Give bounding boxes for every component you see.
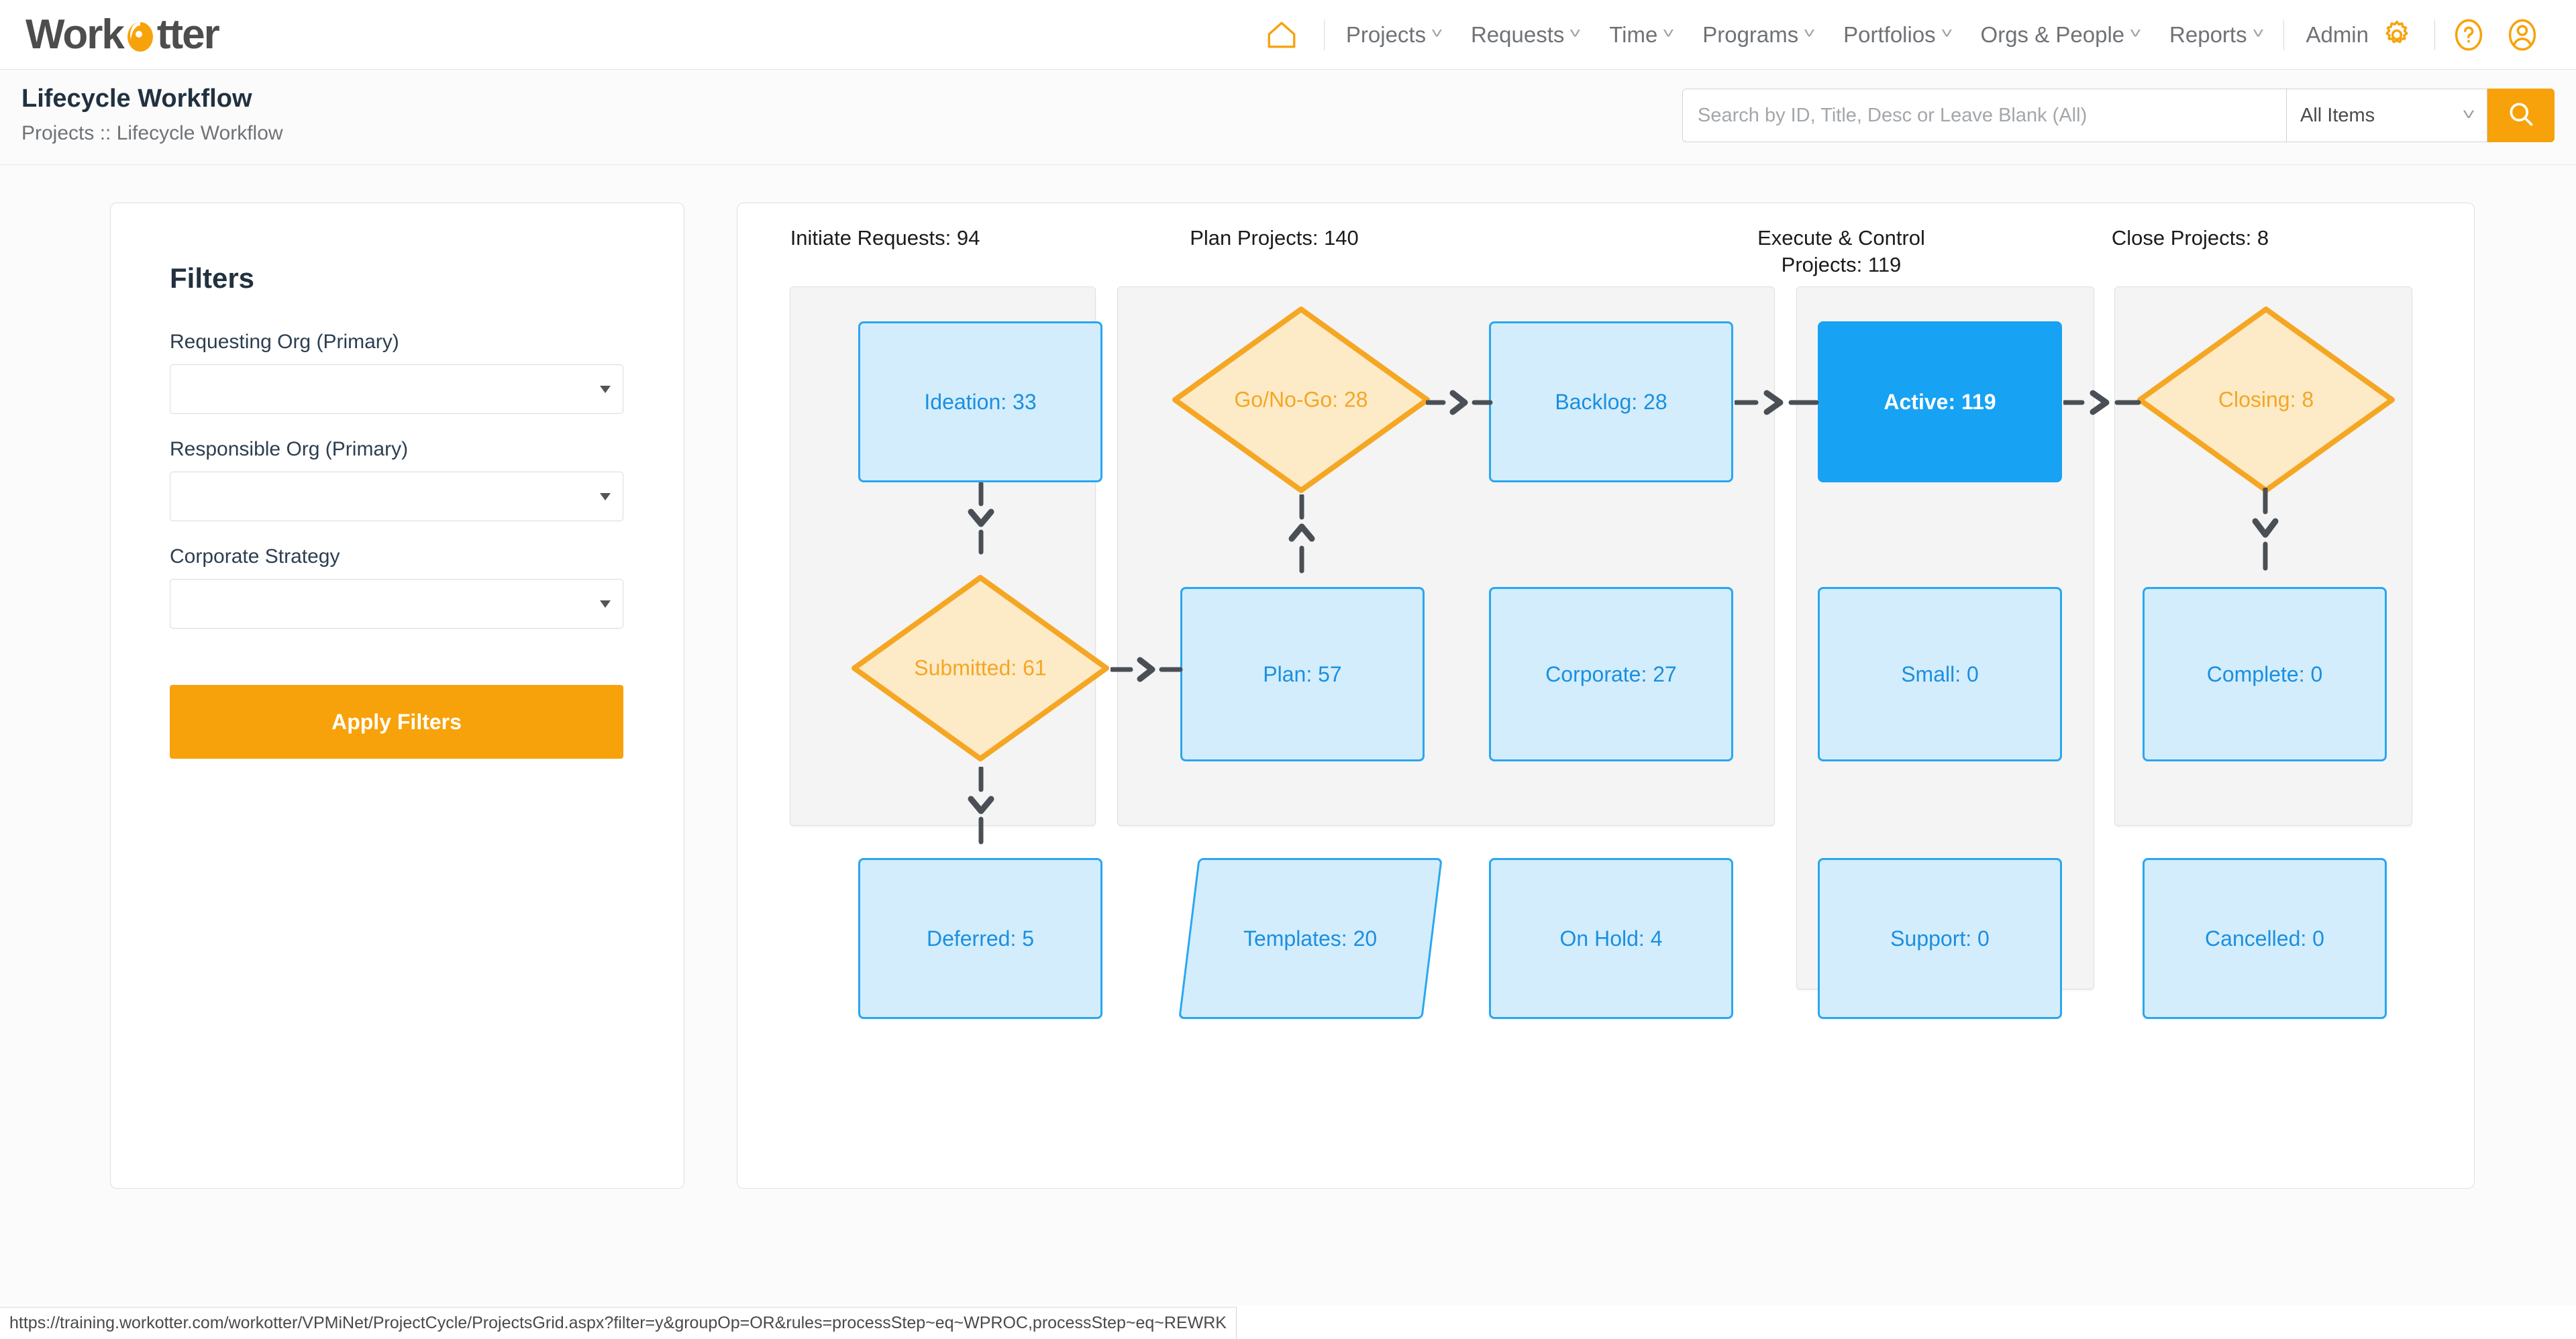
node-on-hold-label: On Hold: 4 [1559, 926, 1663, 951]
node-plan[interactable]: Plan: 57 [1180, 587, 1425, 761]
user-avatar-icon[interactable] [2495, 17, 2549, 52]
node-deferred[interactable]: Deferred: 5 [858, 858, 1102, 1019]
node-plan-label: Plan: 57 [1263, 661, 1342, 686]
lane-header-execute-line2: Projects: 119 [1781, 252, 1902, 276]
search-icon [2506, 99, 2536, 132]
node-templates-label: Templates: 20 [1243, 926, 1378, 951]
lane-header-initiate: Initiate Requests: 94 [790, 226, 980, 250]
node-active[interactable]: Active: 119 [1818, 321, 2062, 482]
node-corporate[interactable]: Corporate: 27 [1489, 587, 1733, 761]
node-active-label: Active: 119 [1884, 389, 1996, 414]
filter-label-corporate-strategy: Corporate Strategy [170, 545, 340, 568]
nav-label-time: Time [1609, 21, 1658, 47]
nav-label-projects: Projects [1345, 21, 1427, 47]
chevron-down-icon [600, 385, 611, 393]
search-bar: All Items ˅ [1682, 89, 2555, 142]
filter-label-requesting-org: Requesting Org (Primary) [170, 331, 399, 353]
nav-item-orgs-people[interactable]: Orgs & People ˅ [1966, 22, 2155, 48]
node-closing[interactable]: Closing: 8 [2132, 301, 2400, 498]
filters-title: Filters [170, 262, 255, 294]
page-title: Lifecycle Workflow [21, 85, 252, 113]
filter-select-corporate-strategy[interactable] [170, 579, 623, 629]
logo-text-part2: tter [156, 11, 220, 58]
chevron-down-icon: ˅ [1803, 24, 1816, 42]
filter-select-requesting-org[interactable] [170, 364, 623, 414]
nav-item-portfolios[interactable]: Portfolios ˅ [1828, 22, 1965, 48]
logo-text-part1: Work [25, 11, 125, 58]
node-backlog-label: Backlog: 28 [1555, 389, 1667, 414]
node-cancelled-label: Cancelled: 0 [2205, 926, 2324, 951]
nav-label-requests: Requests [1470, 21, 1565, 47]
nav-item-projects[interactable]: Projects ˅ [1331, 22, 1456, 48]
node-submitted[interactable]: Submitted: 61 [846, 570, 1115, 767]
chevron-down-icon: ˅ [1662, 24, 1675, 42]
search-input[interactable] [1682, 89, 2286, 142]
nav-item-requests[interactable]: Requests ˅ [1456, 22, 1594, 48]
node-deferred-label: Deferred: 5 [926, 926, 1035, 951]
lane-header-execute-line1: Execute & Control [1757, 226, 1925, 250]
nav-label-programs: Programs [1702, 21, 1799, 47]
nav-item-reports[interactable]: Reports ˅ [2155, 22, 2277, 48]
lane-header-execute: Execute & Control Projects: 119 [1684, 225, 1999, 278]
node-backlog[interactable]: Backlog: 28 [1489, 321, 1733, 482]
node-corporate-label: Corporate: 27 [1545, 661, 1677, 686]
search-scope-value: All Items [2300, 104, 2375, 126]
node-templates[interactable]: Templates: 20 [1178, 858, 1443, 1019]
search-scope-select[interactable]: All Items ˅ [2286, 89, 2487, 142]
node-cancelled[interactable]: Cancelled: 0 [2143, 858, 2387, 1019]
chevron-down-icon: ˅ [1941, 24, 1953, 42]
nav-label-orgs-people: Orgs & People [1980, 21, 2125, 47]
nav-label-portfolios: Portfolios [1843, 21, 1936, 47]
chevron-down-icon: ˅ [1569, 24, 1582, 42]
help-circle-icon[interactable] [2442, 17, 2495, 52]
lifecycle-workflow-diagram: Initiate Requests: 94 Plan Projects: 140… [737, 203, 2475, 1189]
breadcrumb: Projects :: Lifecycle Workflow [21, 122, 283, 144]
filter-label-responsible-org: Responsible Org (Primary) [170, 438, 409, 460]
filters-panel: Filters Requesting Org (Primary) Respons… [110, 203, 684, 1189]
lane-header-close: Close Projects: 8 [2111, 226, 2269, 250]
filter-select-responsible-org[interactable] [170, 472, 623, 521]
chevron-down-icon: ˅ [2129, 24, 2142, 42]
page-header: Lifecycle Workflow Projects :: Lifecycle… [0, 70, 2576, 165]
nav-item-programs[interactable]: Programs ˅ [1688, 22, 1828, 48]
lane-header-plan: Plan Projects: 140 [1190, 226, 1359, 250]
node-small-label: Small: 0 [1901, 661, 1979, 686]
search-button[interactable] [2487, 89, 2555, 142]
chevron-down-icon [600, 492, 611, 500]
nav-divider [1323, 19, 1325, 50]
nav-label-reports: Reports [2169, 21, 2247, 47]
node-complete[interactable]: Complete: 0 [2143, 587, 2387, 761]
workotter-logo[interactable]: Work tter [25, 11, 220, 58]
node-ideation-label: Ideation: 33 [924, 389, 1037, 414]
chevron-down-icon: ˅ [1431, 24, 1443, 42]
home-icon[interactable] [1246, 18, 1317, 52]
node-on-hold[interactable]: On Hold: 4 [1489, 858, 1733, 1019]
gear-icon[interactable] [2381, 19, 2413, 51]
status-bar-url: https://training.workotter.com/workotter… [0, 1307, 1237, 1339]
top-navigation-bar: Work tter Projects ˅ Requests ˅ Time ˅ [0, 0, 2576, 70]
chevron-down-icon: ˅ [2252, 24, 2265, 42]
chevron-down-icon [600, 600, 611, 608]
node-complete-label: Complete: 0 [2206, 661, 2323, 686]
apply-filters-button[interactable]: Apply Filters [170, 685, 623, 759]
otter-o-icon [125, 19, 156, 52]
nav-item-admin[interactable]: Admin [2291, 19, 2428, 51]
node-small[interactable]: Small: 0 [1818, 587, 2062, 761]
main-nav: Projects ˅ Requests ˅ Time ˅ Programs ˅ … [1246, 0, 2549, 70]
nav-divider [2434, 19, 2435, 50]
page-content: Filters Requesting Org (Primary) Respons… [0, 165, 2576, 1305]
node-support-label: Support: 0 [1890, 926, 1990, 951]
node-ideation[interactable]: Ideation: 33 [858, 321, 1102, 482]
node-support[interactable]: Support: 0 [1818, 858, 2062, 1019]
nav-label-admin: Admin [2306, 21, 2369, 47]
chevron-down-icon: ˅ [2462, 106, 2475, 124]
node-go-no-go[interactable]: Go/No-Go: 28 [1167, 301, 1435, 498]
nav-divider [2283, 19, 2285, 50]
nav-item-time[interactable]: Time ˅ [1594, 22, 1688, 48]
